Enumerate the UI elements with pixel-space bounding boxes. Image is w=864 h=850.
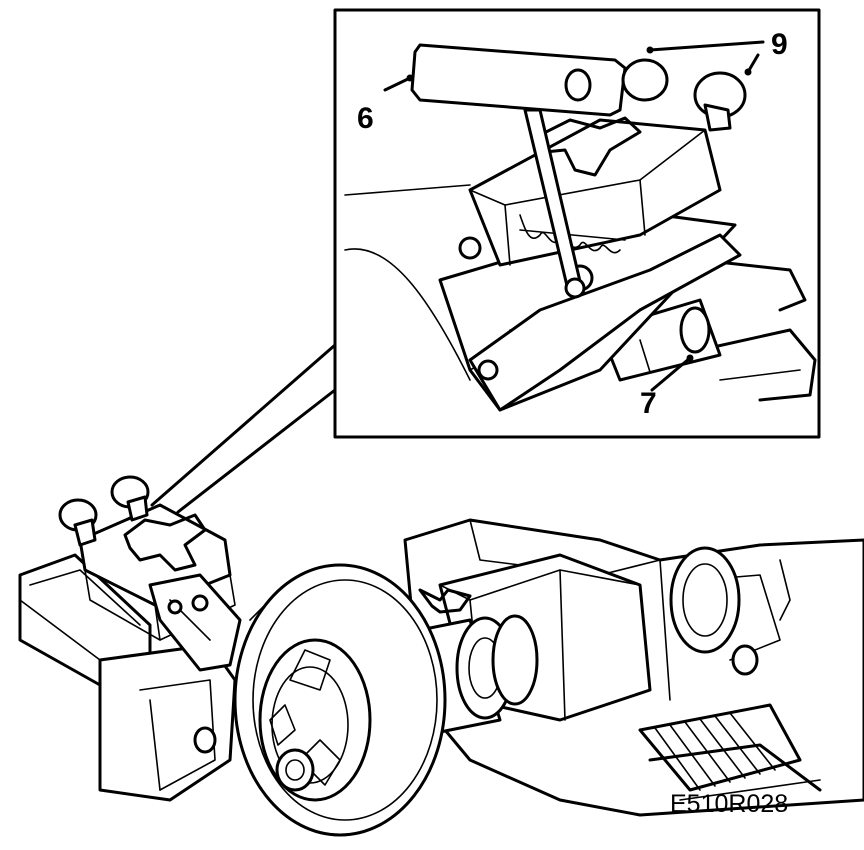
figure-code: E510R028 bbox=[670, 790, 788, 818]
callout-6: 6 bbox=[357, 102, 374, 135]
callout-9: 9 bbox=[771, 28, 788, 61]
callout-7: 7 bbox=[640, 387, 657, 420]
caliper-with-tool bbox=[18, 475, 242, 802]
main-assembly-drawing bbox=[18, 343, 864, 837]
detail-inset: 6 9 7 bbox=[333, 8, 821, 439]
inset-leader-lines bbox=[150, 343, 337, 514]
brake-disc bbox=[233, 563, 447, 837]
